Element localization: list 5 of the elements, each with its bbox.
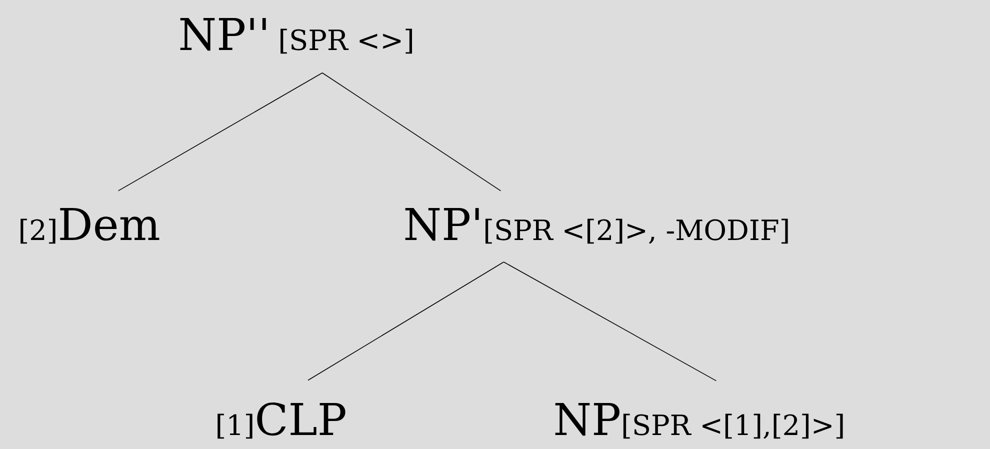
tree-branch bbox=[308, 262, 504, 381]
tree-branch bbox=[503, 262, 717, 382]
tree-branch bbox=[322, 72, 502, 192]
tree-branch bbox=[118, 72, 323, 192]
tree-node-label: NP'' [SPR <>] bbox=[180, 18, 412, 54]
